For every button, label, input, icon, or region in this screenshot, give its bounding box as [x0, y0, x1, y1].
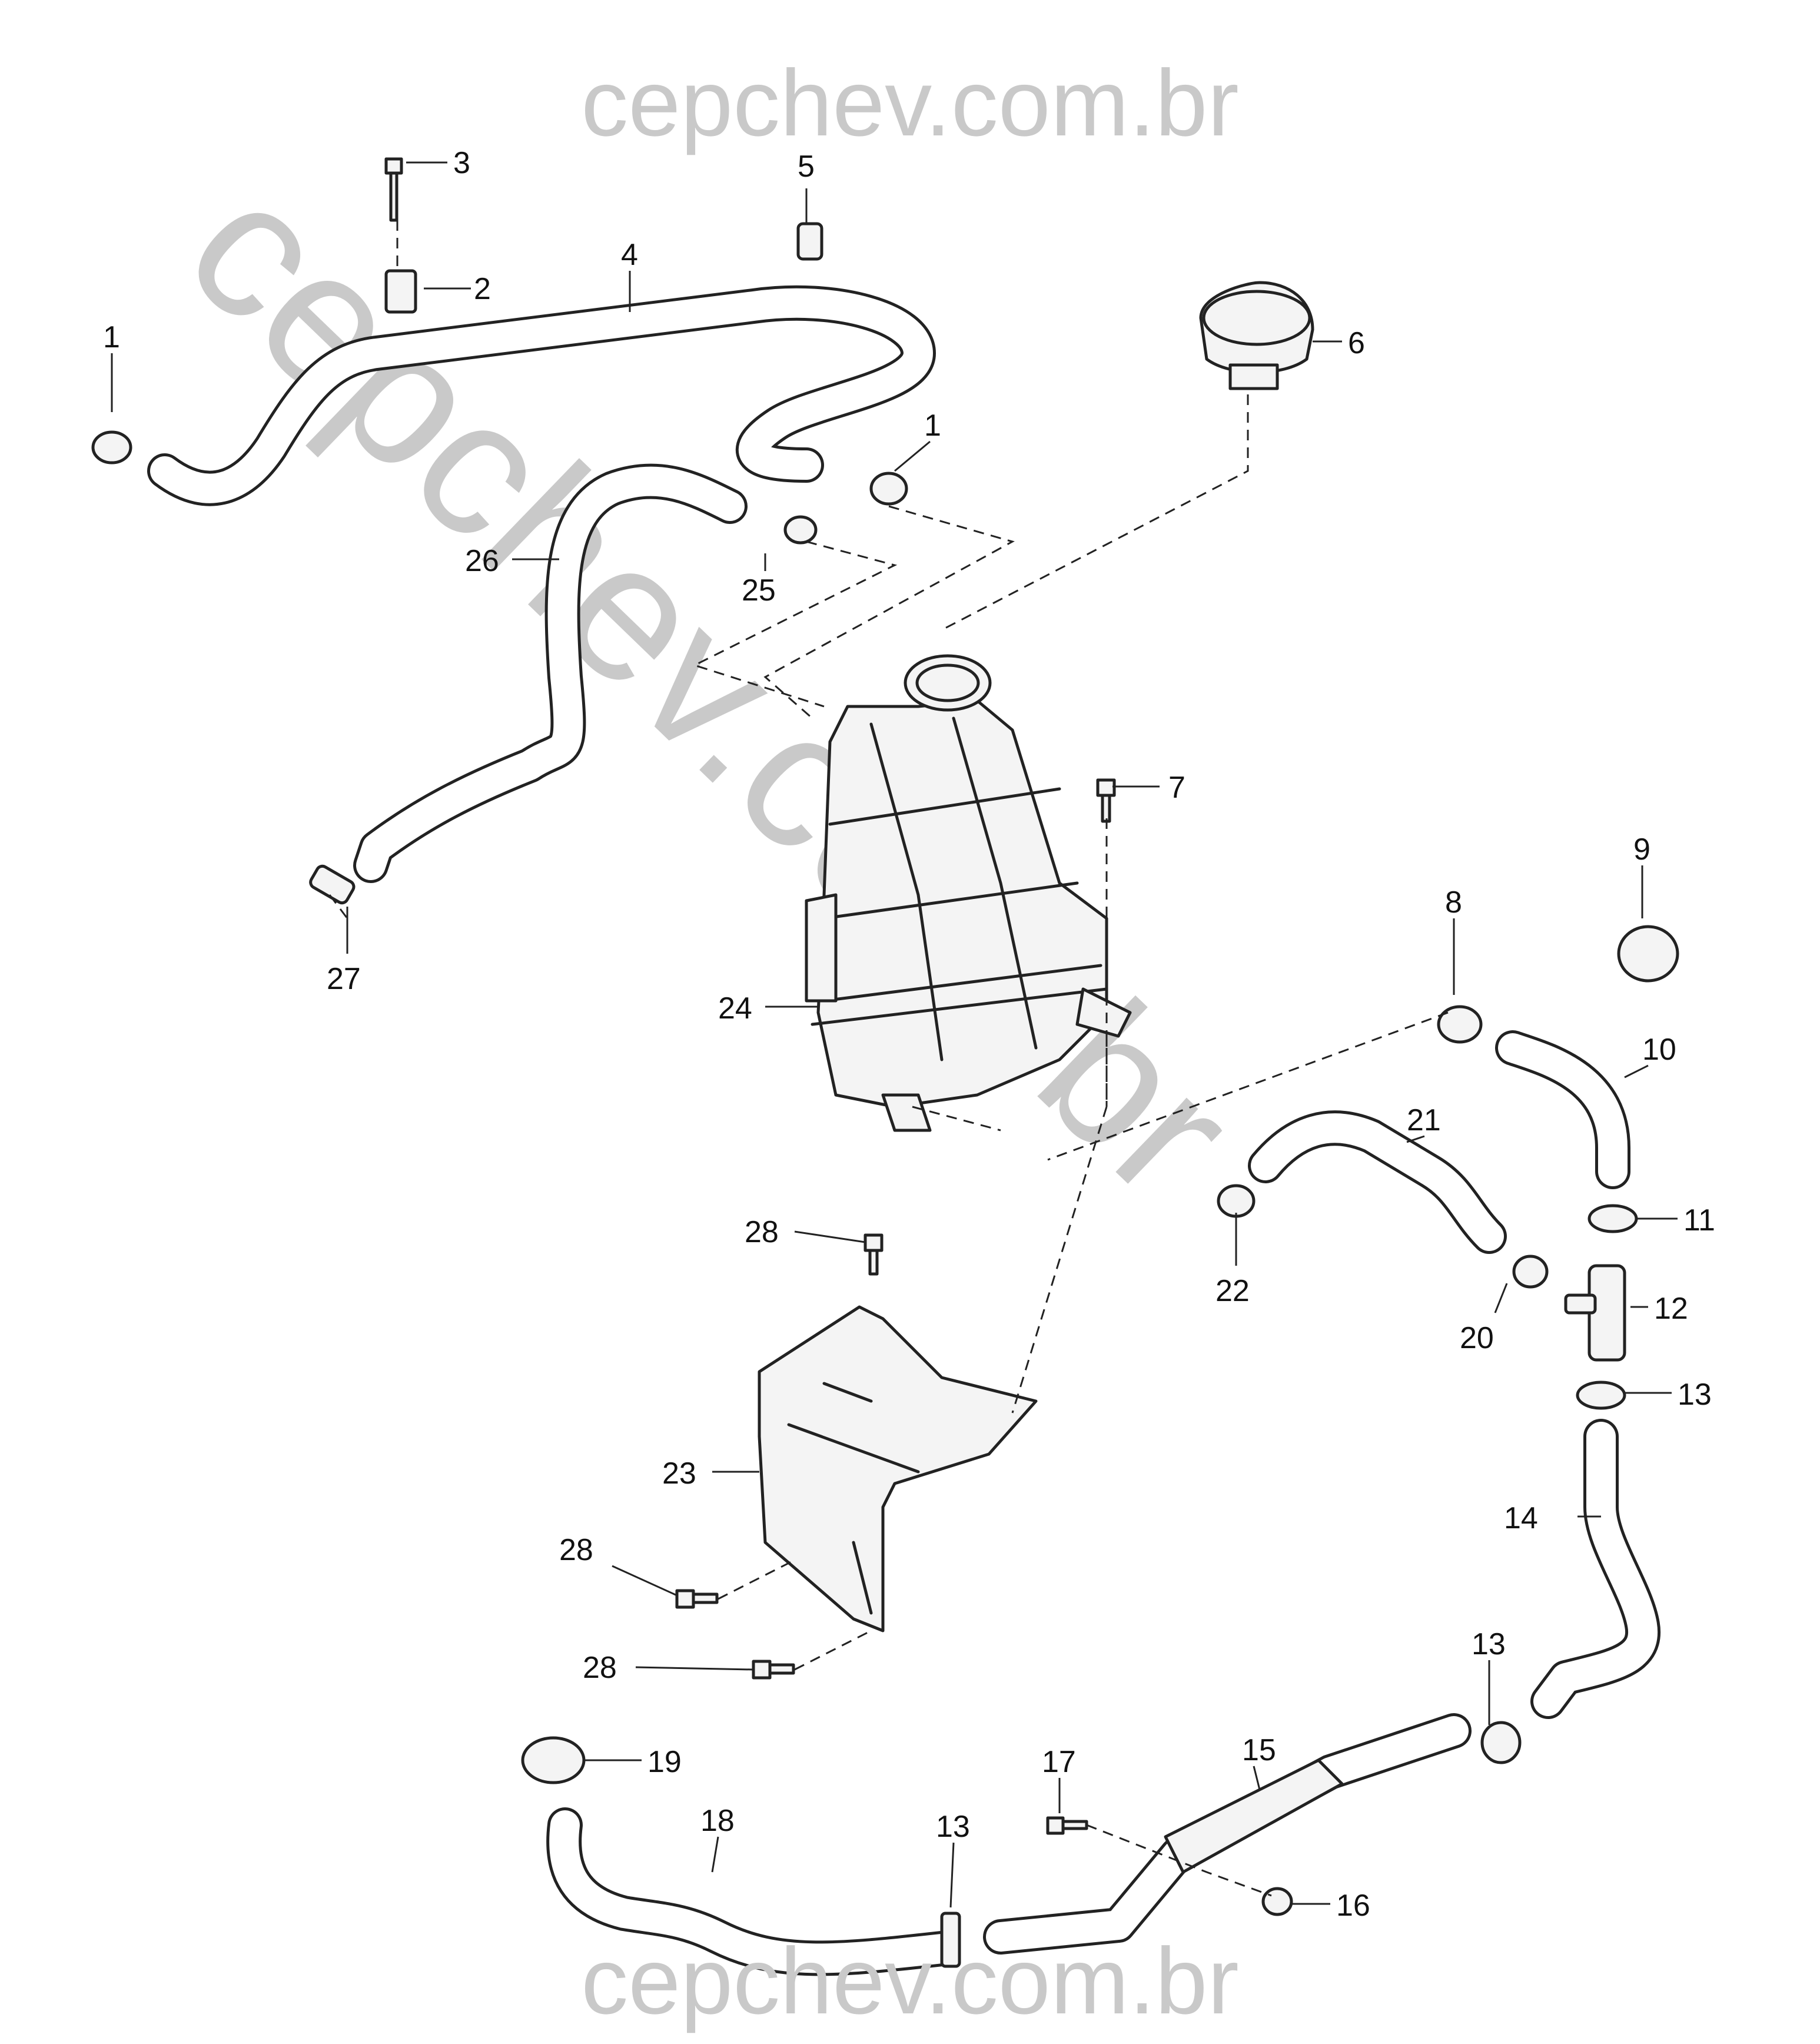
leader-lines — [111, 161, 1678, 1908]
reservoir-cap-6 — [1199, 281, 1314, 390]
hose-10 — [1495, 1030, 1630, 1189]
watermark-top: cepchev.com.br — [581, 50, 1239, 155]
callout-label: 20 — [1460, 1321, 1494, 1355]
watermark-bottom: cepchev.com.br — [581, 1928, 1239, 2033]
callout-labels: 1 2 3 4 5 6 1 26 25 7 9 8 10 27 24 21 11… — [103, 146, 1715, 1923]
callout-label: 26 — [465, 544, 499, 578]
callout-label: 21 — [1407, 1103, 1441, 1137]
callout-label: 7 — [1168, 771, 1185, 805]
callout-label: 27 — [327, 962, 361, 996]
callout-label: 11 — [1683, 1203, 1715, 1237]
callout-label: 28 — [559, 1533, 593, 1567]
callout-label: 24 — [718, 991, 752, 1026]
callout-label: 4 — [621, 238, 638, 272]
bracket-23 — [758, 1305, 1038, 1632]
hose-26 — [353, 463, 748, 883]
callout-label: 12 — [1654, 1292, 1688, 1326]
bolts — [384, 157, 1116, 1835]
callout-label: 9 — [1633, 832, 1650, 867]
callout-label: 2 — [474, 272, 491, 306]
callout-label: 5 — [798, 150, 815, 184]
callout-label: 17 — [1042, 1745, 1076, 1779]
callout-label: 1 — [924, 409, 941, 443]
callout-label: 3 — [453, 146, 470, 180]
callout-label: 28 — [745, 1215, 779, 1249]
hose-18 — [546, 1807, 959, 1976]
callout-label: 22 — [1215, 1274, 1250, 1308]
hose-21 — [1248, 1110, 1507, 1254]
callout-label: 25 — [742, 573, 776, 608]
callout-label: 23 — [662, 1456, 696, 1491]
callout-label: 13 — [936, 1810, 970, 1844]
callout-label: 15 — [1242, 1733, 1276, 1767]
callout-label: 10 — [1642, 1033, 1676, 1067]
coolant-reservoir-24 — [805, 654, 1132, 1132]
callout-label: 6 — [1348, 326, 1365, 360]
assembly-dashed-lines — [328, 220, 1449, 1897]
callout-label: 28 — [583, 1651, 617, 1685]
callout-label: 18 — [700, 1804, 735, 1838]
callout-label: 8 — [1445, 885, 1462, 920]
callout-label: 14 — [1504, 1501, 1538, 1535]
callout-label: 1 — [103, 320, 120, 354]
tee-fitting-12 — [1564, 1264, 1626, 1362]
callout-label: 13 — [1472, 1627, 1506, 1661]
hose-4-top — [147, 285, 936, 506]
hose-14 — [1530, 1419, 1661, 1719]
callout-label: 19 — [647, 1745, 682, 1779]
callout-label: 16 — [1336, 1889, 1370, 1923]
callout-label: 13 — [1678, 1378, 1712, 1412]
